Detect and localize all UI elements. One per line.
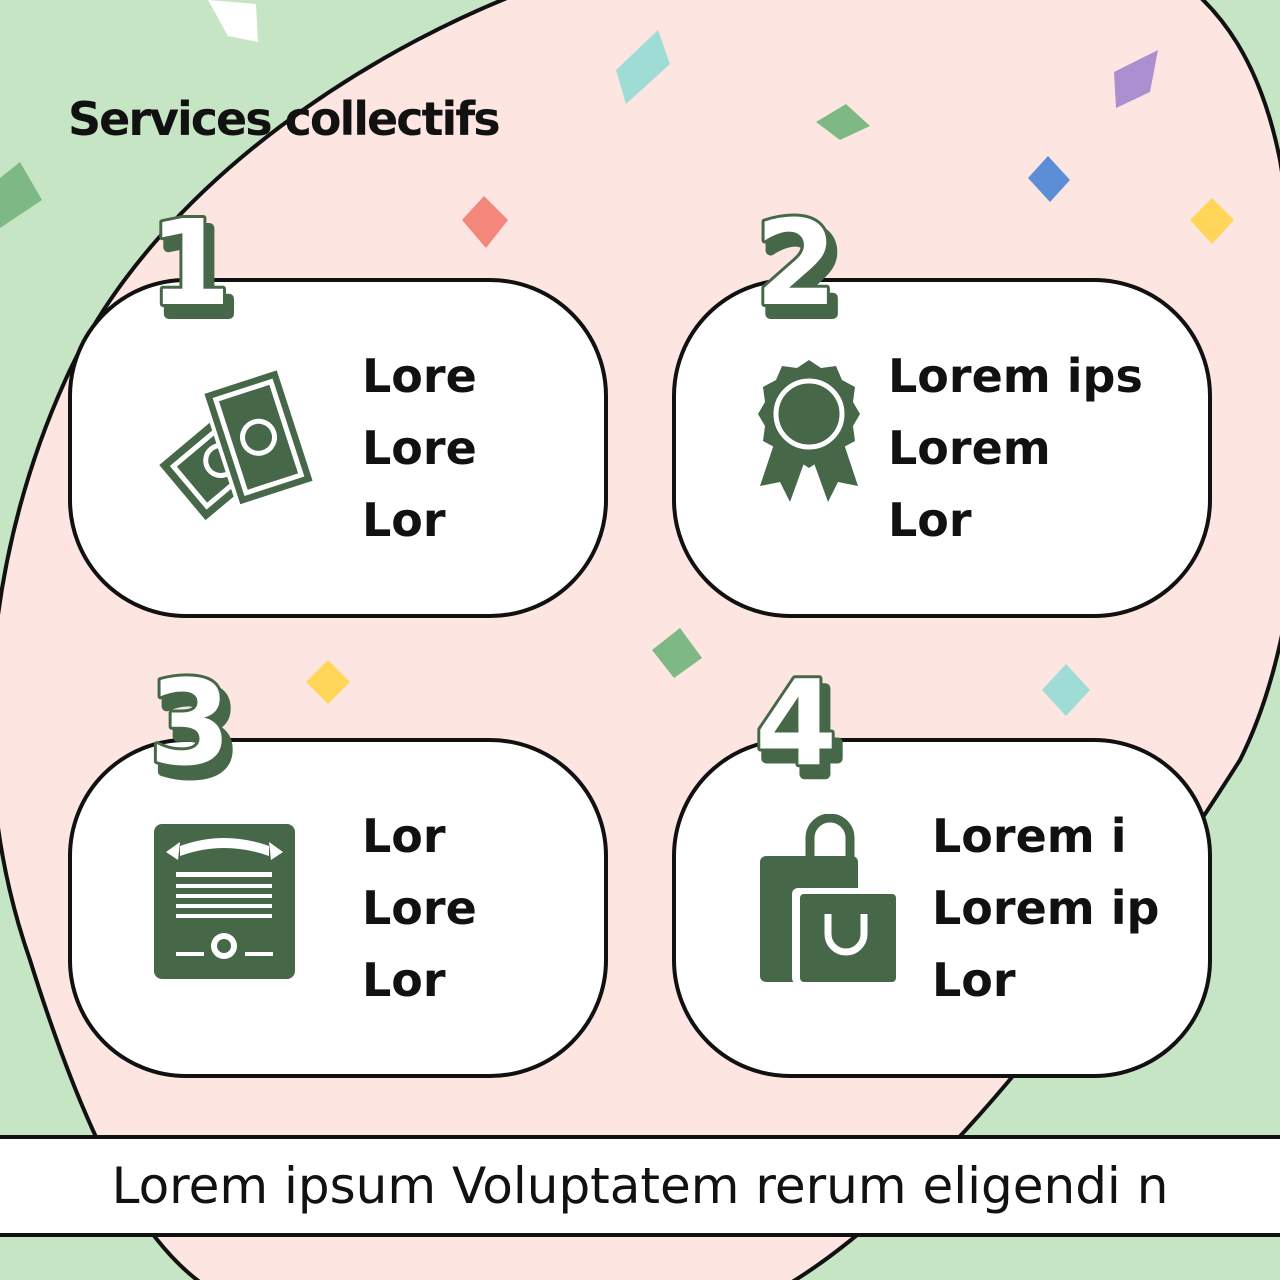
certificate-icon: [154, 824, 295, 979]
card-line: Lorem ip: [932, 881, 1160, 935]
card-text: Lorem i Lorem ip Lor: [932, 800, 1159, 1016]
number-badge-2: 2 2: [752, 191, 848, 347]
number-badge-1: 1 1: [146, 191, 242, 347]
card-line: Lor: [362, 493, 446, 547]
card-line: Lor: [888, 493, 972, 547]
footer-text: Lorem ipsum Voluptatem rerum eligendi n: [111, 1157, 1169, 1215]
card-line: Lore: [362, 349, 477, 403]
number-label: 1: [149, 194, 231, 332]
card-line: Lore: [362, 421, 477, 475]
service-card-4: Lorem i Lorem ip Lor: [672, 738, 1212, 1078]
card-text: Lorem ips Lorem Lor: [888, 340, 1143, 556]
number-label: 2: [755, 194, 837, 332]
number-label: 4: [755, 654, 837, 792]
card-text: Lore Lore Lor: [362, 340, 477, 556]
number-badge-3: 3 3: [146, 651, 242, 807]
number-badge-4: 4 4: [752, 651, 848, 807]
award-badge-icon: [758, 360, 860, 502]
card-line: Lorem: [888, 421, 1051, 475]
card-line: Lor: [362, 953, 446, 1007]
page-title: Services collectifs: [68, 92, 501, 146]
service-card-3: Lor Lore Lor: [68, 738, 608, 1078]
card-line: Lore: [362, 881, 477, 935]
footer-banner: Lorem ipsum Voluptatem rerum eligendi n: [0, 1135, 1280, 1237]
number-shadow: 2: [761, 204, 843, 342]
shopping-bags-icon: [760, 814, 900, 984]
service-card-1: Lore Lore Lor: [68, 278, 608, 618]
card-line: Lorem i: [932, 809, 1127, 863]
card-text: Lor Lore Lor: [362, 800, 477, 1016]
number-label: 3: [149, 654, 231, 792]
card-line: Lorem ips: [888, 349, 1143, 403]
card-line: Lor: [362, 809, 446, 863]
number-shadow: 3: [155, 664, 237, 802]
number-shadow: 1: [155, 204, 237, 342]
service-card-2: Lorem ips Lorem Lor: [672, 278, 1212, 618]
number-shadow: 4: [761, 664, 843, 802]
money-bills-icon: [159, 365, 318, 521]
card-line: Lor: [932, 953, 1016, 1007]
